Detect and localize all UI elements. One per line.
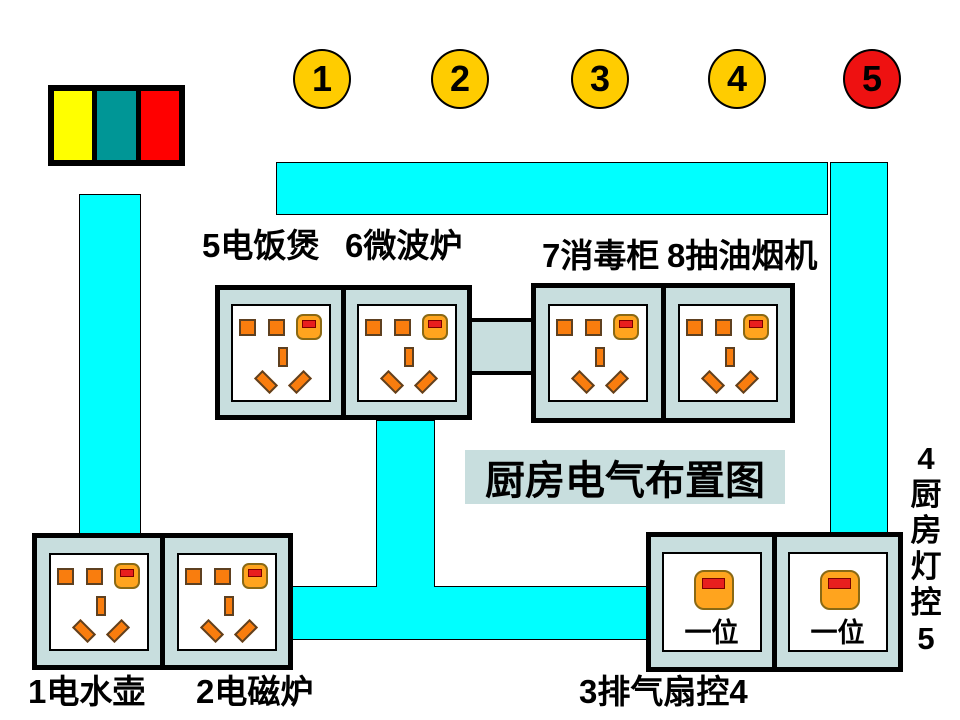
socket-group-1-2 — [32, 533, 293, 670]
socket-connector-duct — [472, 318, 532, 375]
socket-pin-slot-icon — [253, 369, 278, 394]
socket-1 — [37, 538, 160, 665]
switch-group-3-4: 一位 一位 — [646, 532, 903, 672]
switch-button-icon — [819, 570, 860, 610]
circuit-marker-1: 1 — [293, 49, 351, 109]
socket-slot-icon — [213, 567, 231, 585]
switch-gang-label: 一位 — [810, 618, 865, 648]
socket-earth-slot-icon — [95, 595, 106, 616]
socket-pin-slot-icon — [71, 618, 96, 643]
socket-pin-slot-icon — [287, 369, 312, 394]
vertical-label-char: 房 — [910, 513, 942, 548]
socket-group-7-8 — [531, 283, 795, 423]
socket-slot-icon — [556, 319, 574, 336]
circuit-marker-4: 4 — [708, 49, 766, 109]
socket-pin-slot-icon — [233, 618, 258, 643]
circuit-marker-2: 2 — [431, 49, 489, 109]
switch-4: 一位 — [777, 537, 898, 667]
label-socket-5-rice-cooker: 5电饭煲 — [202, 227, 320, 264]
legend-swatch-teal — [97, 91, 136, 160]
button-indicator-icon — [119, 568, 134, 577]
socket-panel — [176, 552, 277, 651]
switch-panel: 一位 — [661, 552, 762, 652]
power-button-icon — [241, 562, 268, 589]
socket-slot-icon — [585, 319, 603, 336]
power-button-icon — [421, 313, 448, 340]
socket-6 — [346, 290, 467, 415]
vertical-label-char: 5 — [917, 621, 935, 656]
power-button-icon — [742, 314, 769, 340]
socket-pin-slot-icon — [379, 369, 404, 394]
socket-earth-slot-icon — [223, 595, 234, 616]
left-wire-duct — [79, 194, 141, 534]
socket-slot-icon — [364, 318, 382, 336]
socket-slot-icon — [238, 318, 256, 336]
socket-slot-icon — [685, 319, 703, 336]
socket-pin-slot-icon — [571, 369, 596, 395]
socket-pin-slot-icon — [734, 369, 759, 395]
socket-slot-icon — [714, 319, 732, 336]
socket-slot-icon — [56, 567, 74, 585]
label-socket-6-microwave: 6微波炉 — [345, 227, 463, 264]
power-button-icon — [113, 562, 140, 589]
phase-color-legend — [48, 85, 185, 166]
socket-group-5-6 — [215, 285, 472, 420]
switch-gang-label: 一位 — [684, 618, 739, 648]
socket-slot-icon — [85, 567, 103, 585]
vertical-label-char: 厨 — [910, 477, 942, 512]
legend-swatch-yellow — [54, 91, 93, 160]
button-indicator-icon — [827, 578, 851, 589]
diagram-title: 厨房电气布置图 — [465, 450, 785, 504]
button-indicator-icon — [427, 319, 442, 328]
label-kitchen-light-control: 4 厨 房 灯 控 5 — [903, 441, 949, 657]
bottom-wire-duct — [292, 586, 648, 640]
label-socket-8-range-hood: 8抽油烟机 — [667, 237, 818, 274]
power-button-icon — [613, 314, 640, 340]
socket-panel — [548, 304, 649, 402]
button-indicator-icon — [701, 578, 725, 589]
top-wire-duct — [276, 162, 828, 215]
label-switch-3-exhaust-fan: 3排气扇控4 — [579, 673, 748, 710]
socket-5 — [220, 290, 341, 415]
button-indicator-icon — [247, 568, 262, 577]
vertical-label-char: 灯 — [910, 549, 942, 584]
socket-earth-slot-icon — [595, 347, 606, 367]
socket-slot-icon — [184, 567, 202, 585]
middle-wire-duct — [376, 420, 435, 587]
socket-7 — [536, 288, 661, 418]
socket-pin-slot-icon — [605, 369, 630, 395]
socket-earth-slot-icon — [724, 347, 735, 367]
socket-earth-slot-icon — [403, 346, 414, 367]
socket-panel — [677, 304, 778, 402]
switch-button-icon — [693, 570, 734, 610]
socket-pin-slot-icon — [199, 618, 224, 643]
socket-panel — [230, 303, 331, 402]
right-wire-duct — [830, 162, 888, 537]
button-indicator-icon — [301, 319, 316, 328]
label-socket-2-induction-cooker: 2电磁炉 — [196, 673, 314, 710]
button-indicator-icon — [619, 320, 634, 328]
socket-pin-slot-icon — [413, 369, 438, 394]
socket-8 — [665, 288, 790, 418]
circuit-marker-3: 3 — [571, 49, 629, 109]
label-socket-7-sterilizer: 7消毒柜 — [542, 237, 660, 274]
socket-panel — [356, 303, 457, 402]
legend-swatch-red — [140, 91, 179, 160]
switch-3: 一位 — [651, 537, 772, 667]
socket-slot-icon — [393, 318, 411, 336]
vertical-label-char: 4 — [917, 441, 935, 476]
socket-pin-slot-icon — [105, 618, 130, 643]
socket-panel — [48, 552, 149, 651]
socket-2 — [165, 538, 288, 665]
socket-pin-slot-icon — [700, 369, 725, 395]
circuit-marker-5: 5 — [843, 49, 901, 109]
socket-earth-slot-icon — [277, 346, 288, 367]
socket-slot-icon — [267, 318, 285, 336]
power-button-icon — [295, 313, 322, 340]
button-indicator-icon — [748, 320, 763, 328]
label-socket-1-kettle: 1电水壶 — [28, 673, 146, 710]
vertical-label-char: 控 — [910, 585, 942, 620]
switch-panel: 一位 — [787, 552, 888, 652]
